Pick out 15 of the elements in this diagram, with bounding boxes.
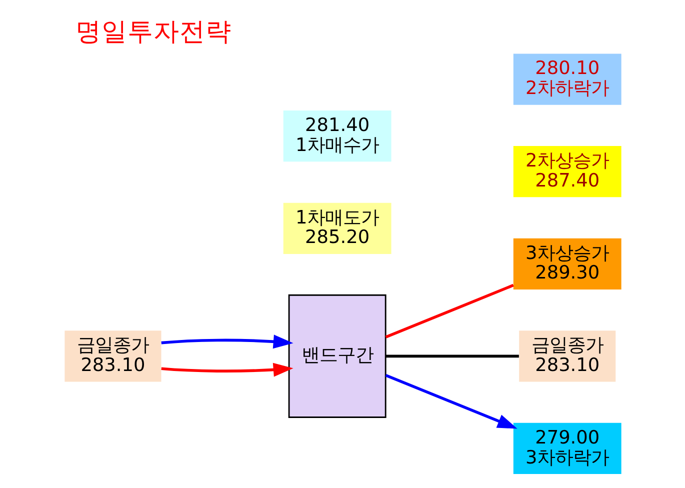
node-box: 280.10 2차하락가 <box>512 54 621 105</box>
node-box: 금일종가 283.10 <box>518 330 616 382</box>
connector <box>385 354 518 358</box>
node-box: 281.40 1차매수가 <box>282 110 391 162</box>
connector <box>384 284 514 338</box>
arrow <box>160 334 293 349</box>
node-box: 2차상승가 287.40 <box>512 146 621 198</box>
node-box: 3차상승가 289.30 <box>512 238 621 290</box>
arrow <box>384 374 517 429</box>
node-box: 279.00 3차하락가 <box>512 422 621 474</box>
node-box: 1차매도가 285.20 <box>282 202 391 254</box>
node-box: 금일종가 283.10 <box>64 330 161 382</box>
diagram-title: 명일투자전략 <box>74 17 231 48</box>
node-box: 밴드구간 <box>288 294 386 418</box>
arrow <box>160 362 293 377</box>
